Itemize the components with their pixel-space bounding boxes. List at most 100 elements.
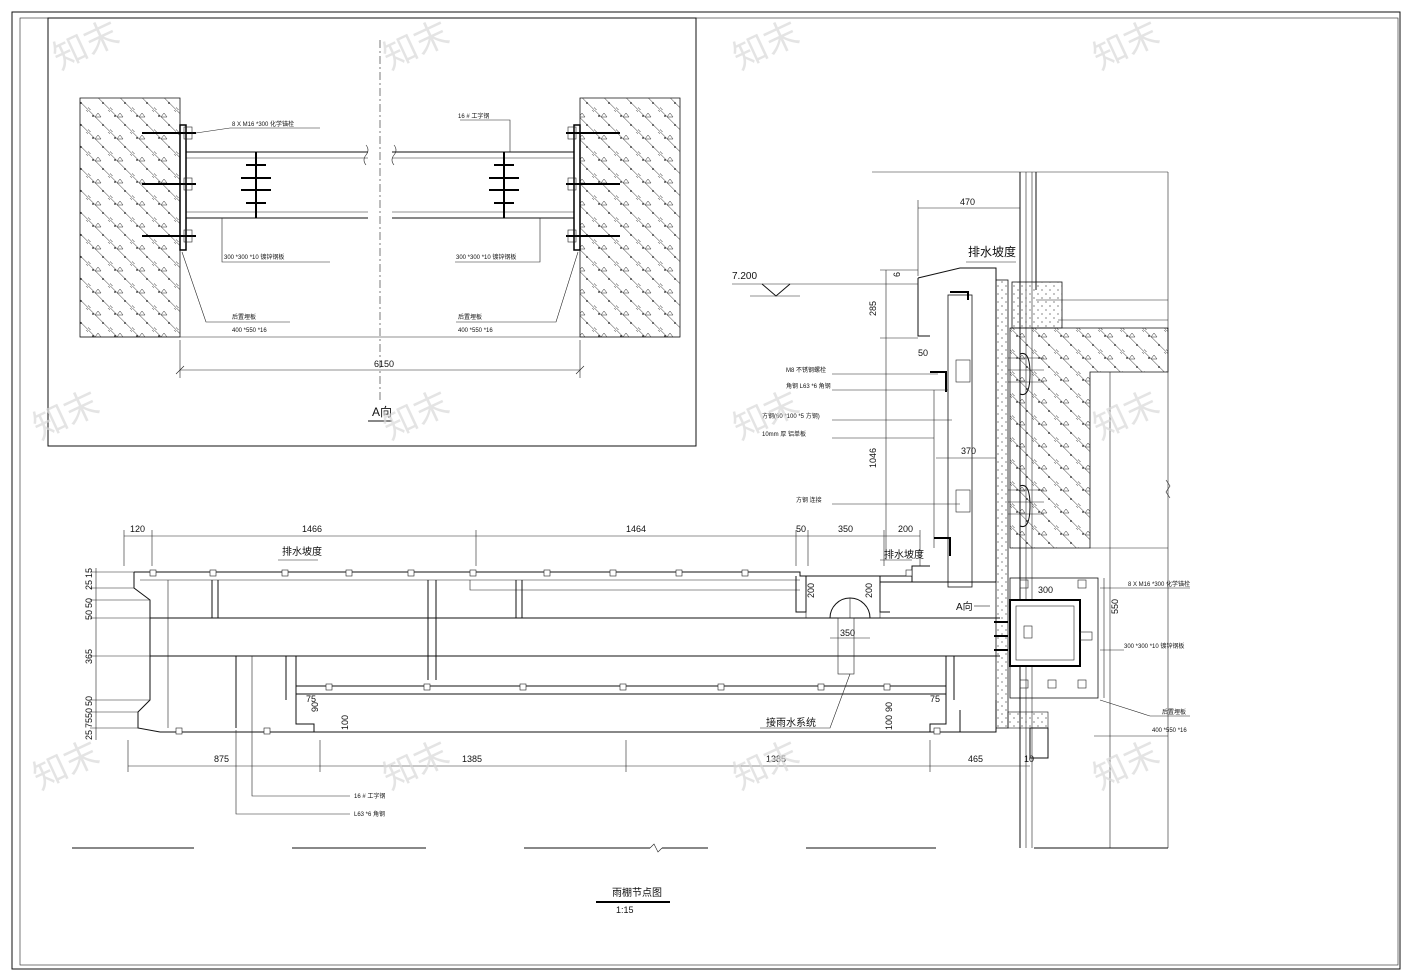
dim-gutter-200-left: 200 — [806, 583, 816, 598]
canopy-section: 7.200 285 1046 470 6 50 370 排水坡度 — [72, 171, 1190, 853]
callout-anchor-right: 8 X M16 *300 化学锚栓 — [1128, 580, 1190, 588]
callout-drain: 接雨水系统 — [766, 716, 816, 729]
dim-left-50a: 50 — [84, 598, 94, 608]
dim-1046: 1046 — [868, 448, 878, 468]
watermark-3: 知末 — [727, 13, 806, 78]
callout-m8-bolt: M8 不锈钢螺栓 — [786, 366, 826, 374]
dim-gutter-350: 350 — [840, 628, 855, 638]
dim-left-50c: 50 — [84, 696, 94, 706]
watermark-1: 知末 — [47, 13, 126, 78]
view-a-callout-bolt-left: 8 X M16 *300 化学锚栓 — [232, 120, 294, 128]
dim-top-1464: 1464 — [626, 524, 646, 534]
watermark-2: 知末 — [377, 13, 456, 78]
building-structure — [872, 171, 1171, 848]
dim-top-200: 200 — [898, 524, 913, 534]
sheet-border — [11, 11, 1401, 970]
gutter-dimensions: 200 350 200 — [806, 583, 874, 639]
bracket-callouts: 8 X M16 *300 化学锚栓 300 *300 *10 镀锌钢板 后置埋板… — [1038, 578, 1190, 734]
dim-bottom-875: 875 — [214, 754, 229, 764]
watermark-11: 知末 — [727, 733, 806, 798]
callout-plate-right: 300 *300 *10 镀锌钢板 — [1124, 642, 1184, 650]
view-a-anchor-bolts-left — [142, 126, 196, 243]
direction-mark-a: A向 — [956, 600, 973, 613]
dim-285: 285 — [868, 301, 878, 316]
view-a-caption: A向 — [372, 404, 392, 419]
dim-left-365: 365 — [84, 649, 94, 664]
view-a-callout-beam-right: 16 # 工字钢 — [458, 112, 489, 120]
slope-label-left: 排水坡度 — [282, 545, 322, 558]
fascia-vertical-dimensions: 285 1046 470 6 50 370 — [868, 197, 1020, 561]
watermark-8: 知末 — [1087, 383, 1166, 448]
view-a-frame — [47, 17, 697, 447]
dim-6: 6 — [892, 272, 902, 277]
elevation-value: 7.200 — [732, 271, 757, 282]
dim-left-50b: 50 — [84, 610, 94, 620]
slope-label-mid: 排水坡度 — [884, 548, 924, 561]
dim-top-350: 350 — [838, 524, 853, 534]
view-a-callout-embed-left: 后置埋板 — [232, 313, 256, 321]
dim-300: 300 — [1038, 585, 1053, 595]
callout-square-tube: 方钢(60 *100 *5 方钢) — [762, 412, 820, 420]
dim-50-fascia: 50 — [918, 348, 928, 358]
dim-left-25: 25 — [84, 580, 94, 590]
callout-beam-bottom: 16 # 工字钢 — [354, 792, 385, 800]
drawing-title: 雨棚节点图 — [612, 886, 662, 899]
dim-left-25b: 25 — [84, 730, 94, 740]
dim-left-15: 15 — [84, 568, 94, 578]
watermark-5: 知末 — [27, 383, 106, 448]
view-a-dimension: 6150 — [175, 40, 585, 400]
dim-bottom-465: 465 — [968, 754, 983, 764]
dim-550: 550 — [1110, 599, 1120, 614]
left-dimension-chain: 15 25 50 50 365 50 50 75 25 — [84, 568, 150, 740]
callout-angle-bottom: L63 *6 角钢 — [354, 810, 385, 818]
lower-small-dimensions: 75 90 100 75 90 100 — [306, 694, 940, 730]
fascia-callouts: M8 不锈钢螺栓 角钢 L63 *6 角钢 方钢(60 *100 *5 方钢) … — [762, 366, 960, 505]
bottom-dimension-chain: 875 1385 1385 465 10 — [127, 740, 1034, 772]
concrete-slab — [1009, 327, 1169, 549]
drawing-scale: 1:15 — [616, 905, 634, 915]
view-a-callout-embed-left-size: 400 *550 *16 — [232, 328, 267, 334]
callout-angle-steel: 角钢 L63 *6 角钢 — [786, 382, 831, 390]
view-a-anchor-bolts-right — [566, 126, 620, 243]
dim-470: 470 — [960, 197, 975, 207]
view-a-callout-embed-right-size: 400 *550 *16 — [458, 328, 493, 334]
canopy-body — [133, 569, 1000, 735]
elevation-mark: 7.200 — [732, 271, 918, 297]
view-a-callout-plate-left: 300 *300 *10 镀锌钢板 — [224, 253, 284, 261]
dim-100-right: 100 — [884, 715, 894, 730]
title-block: 雨棚节点图 1:15 — [596, 886, 670, 915]
watermark-4: 知末 — [1087, 13, 1166, 78]
dim-bottom-1385a: 1385 — [462, 754, 482, 764]
callout-steel-stud: 方钢 连接 — [796, 496, 822, 504]
callout-alu-panel: 10mm 厚 铝单板 — [762, 430, 806, 438]
dim-top-50: 50 — [796, 524, 806, 534]
vertical-fascia — [880, 267, 1044, 588]
wall-bracket — [994, 577, 1099, 759]
view-a-dim-width: 6150 — [374, 359, 394, 369]
dim-top-1466: 1466 — [302, 524, 322, 534]
slope-label-top: 排水坡度 — [968, 244, 1016, 259]
dim-left-50d: 50 — [84, 708, 94, 718]
view-a-callout-embed-right: 后置埋板 — [458, 313, 482, 321]
dim-75-left: 75 — [306, 694, 316, 704]
dim-100-left: 100 — [340, 715, 350, 730]
dim-90-right: 90 — [884, 702, 894, 712]
top-dimension-chain: 120 1466 1464 50 350 200 — [123, 524, 921, 566]
watermark-7: 知末 — [727, 383, 806, 448]
dim-90-left: 90 — [310, 702, 320, 712]
view-a-splice-bolts — [241, 152, 519, 218]
watermark-12: 知末 — [1087, 733, 1166, 798]
ground-line — [72, 843, 1168, 853]
dim-gutter-200-right: 200 — [864, 583, 874, 598]
wall-insulation — [995, 279, 1009, 729]
callout-embed-right-size: 400 *550 *16 — [1152, 728, 1187, 734]
watermark-10: 知末 — [377, 733, 456, 798]
dim-left-75: 75 — [84, 718, 94, 728]
watermark-6: 知末 — [377, 383, 456, 448]
callout-embed-right: 后置埋板 — [1162, 708, 1186, 716]
dim-bottom-10: 10 — [1024, 754, 1034, 764]
view-a-callout-plate-right: 300 *300 *10 镀锌钢板 — [456, 253, 516, 261]
watermark-9: 知末 — [27, 733, 106, 798]
view-a-detail: 8 X M16 *300 化学锚栓 16 # 工字钢 300 *300 *10 … — [47, 17, 697, 447]
